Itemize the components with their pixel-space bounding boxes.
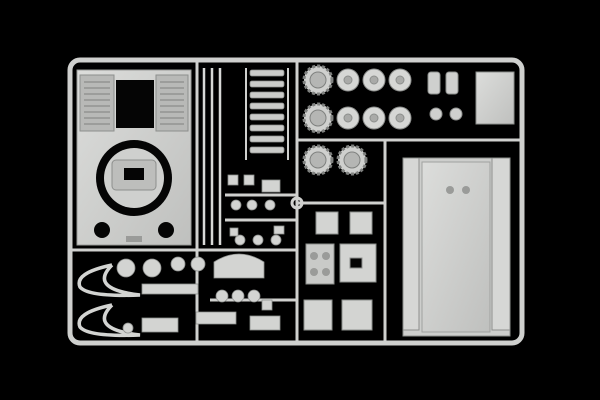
antenna-rods (202, 68, 222, 245)
lower-hull-plates (303, 299, 373, 331)
small-parts-tree (227, 174, 285, 246)
exhaust-and-fittings (427, 71, 463, 121)
tow-cables (77, 263, 141, 338)
sprue-runners (70, 60, 522, 343)
sprockets (302, 64, 368, 176)
mantlet-parts (315, 211, 377, 283)
track-link-ladder (245, 68, 289, 160)
engine-block (305, 243, 335, 285)
side-skirt (402, 157, 511, 331)
bottom-centre-parts (195, 289, 281, 331)
bottom-left-parts (116, 253, 265, 334)
stowage-box (475, 71, 515, 125)
hull-deck-plate (76, 69, 192, 246)
road-wheels (336, 68, 412, 130)
